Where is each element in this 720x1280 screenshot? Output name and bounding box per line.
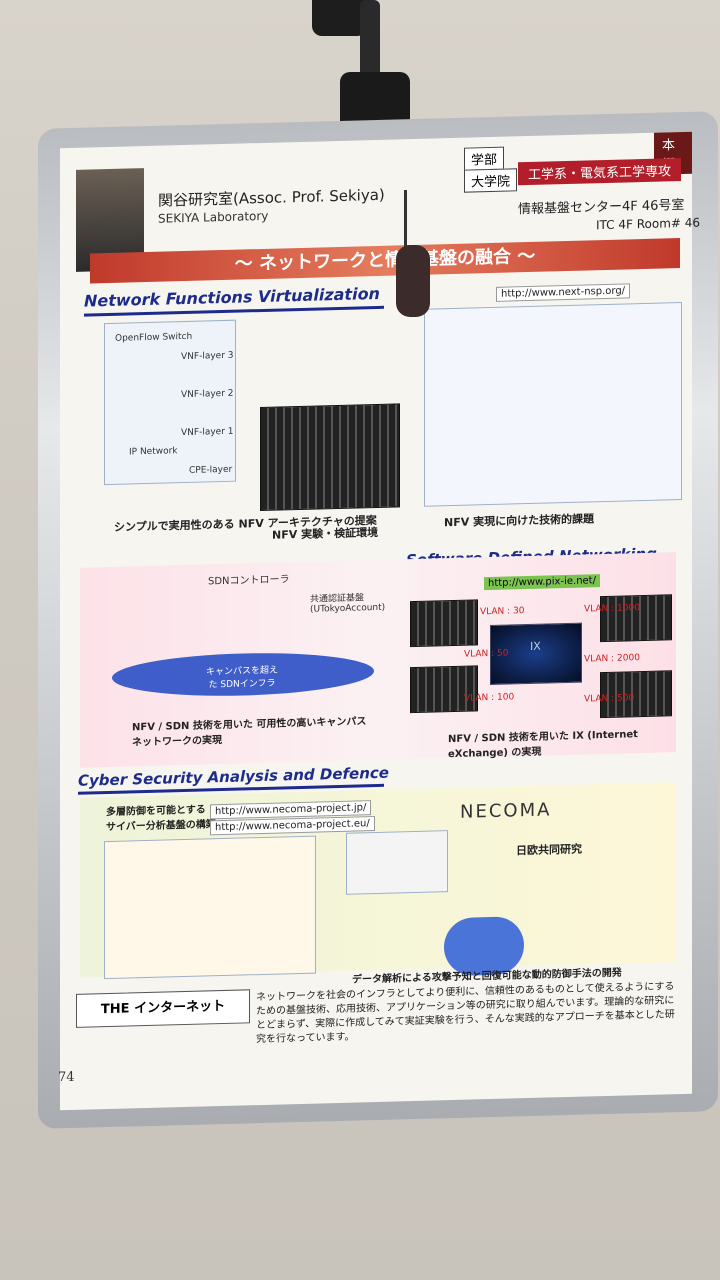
sdn-right-caption: NFV / SDN 技術を用いた IX (Internet eXchange) … [448, 729, 638, 761]
cyber-infra-diagram [104, 835, 316, 980]
ix-label: IX [530, 639, 541, 653]
auth-label: 共通認証基盤 (UTokyoAccount) [310, 593, 386, 615]
poster: 関谷研究室(Assoc. Prof. Sekiya) SEKIYA Labora… [60, 131, 700, 1111]
ix-rack-2 [600, 594, 672, 643]
nfv-architecture-diagram: OpenFlow Switch VNF-layer 3 VNF-layer 2 … [104, 319, 236, 486]
daigakuin-tag: 大学院 [464, 168, 518, 193]
nfv-server-rack [260, 403, 400, 512]
page-number: 74 [58, 1070, 75, 1085]
room-en: ITC 4F Room# 46 [596, 215, 701, 233]
department-tag: 工学系・電気系工学専攻 [518, 158, 682, 186]
room-jp: 情報基盤センター4F 46号室 [518, 197, 685, 218]
light-wire [404, 190, 407, 280]
clip-top [312, 0, 367, 36]
ix-rack-3 [410, 665, 478, 714]
sdn-left-caption: NFV / SDN 技術を用いた 可用性の高いキャンパスネットワークの実現 [132, 716, 367, 749]
ix-rack-1 [410, 599, 478, 648]
clip-stem [360, 0, 380, 80]
nfv-url: http://www.next-nsp.org/ [496, 283, 631, 302]
theme-banner: 〜 ネットワークと情報基盤の融合 〜 [90, 238, 680, 284]
monitoring-diagram [346, 830, 448, 895]
campus-sdn-label: キャンパスを超えた SDNインフラ [205, 665, 278, 691]
professor-name: 関谷研究室(Assoc. Prof. Sekiya) [158, 185, 385, 210]
nfv-issues-caption: NFV 実現に向けた技術的課題 [444, 512, 595, 530]
gakubu-tag: 学部 [464, 146, 505, 171]
nfv-issues-diagram [424, 301, 682, 507]
nfv-env-caption: NFV 実験・検証環境 [272, 525, 379, 542]
sdn-controller-label: SDNコントローラ [208, 574, 290, 588]
necoma-logo: NECOMA [460, 799, 552, 823]
lab-name: SEKIYA Laboratory [158, 208, 269, 226]
hanging-light [396, 245, 430, 317]
footer-description: ネットワークを社会のインフラとしてより便利に、信頼性のあるものとして使えるように… [256, 981, 675, 1046]
joint-research: 日欧共同研究 [516, 842, 582, 858]
cyber-heading: 多層防御を可能とする サイバー分析基盤の構築 [106, 804, 216, 834]
the-internet-box: THE インターネット [76, 989, 250, 1028]
